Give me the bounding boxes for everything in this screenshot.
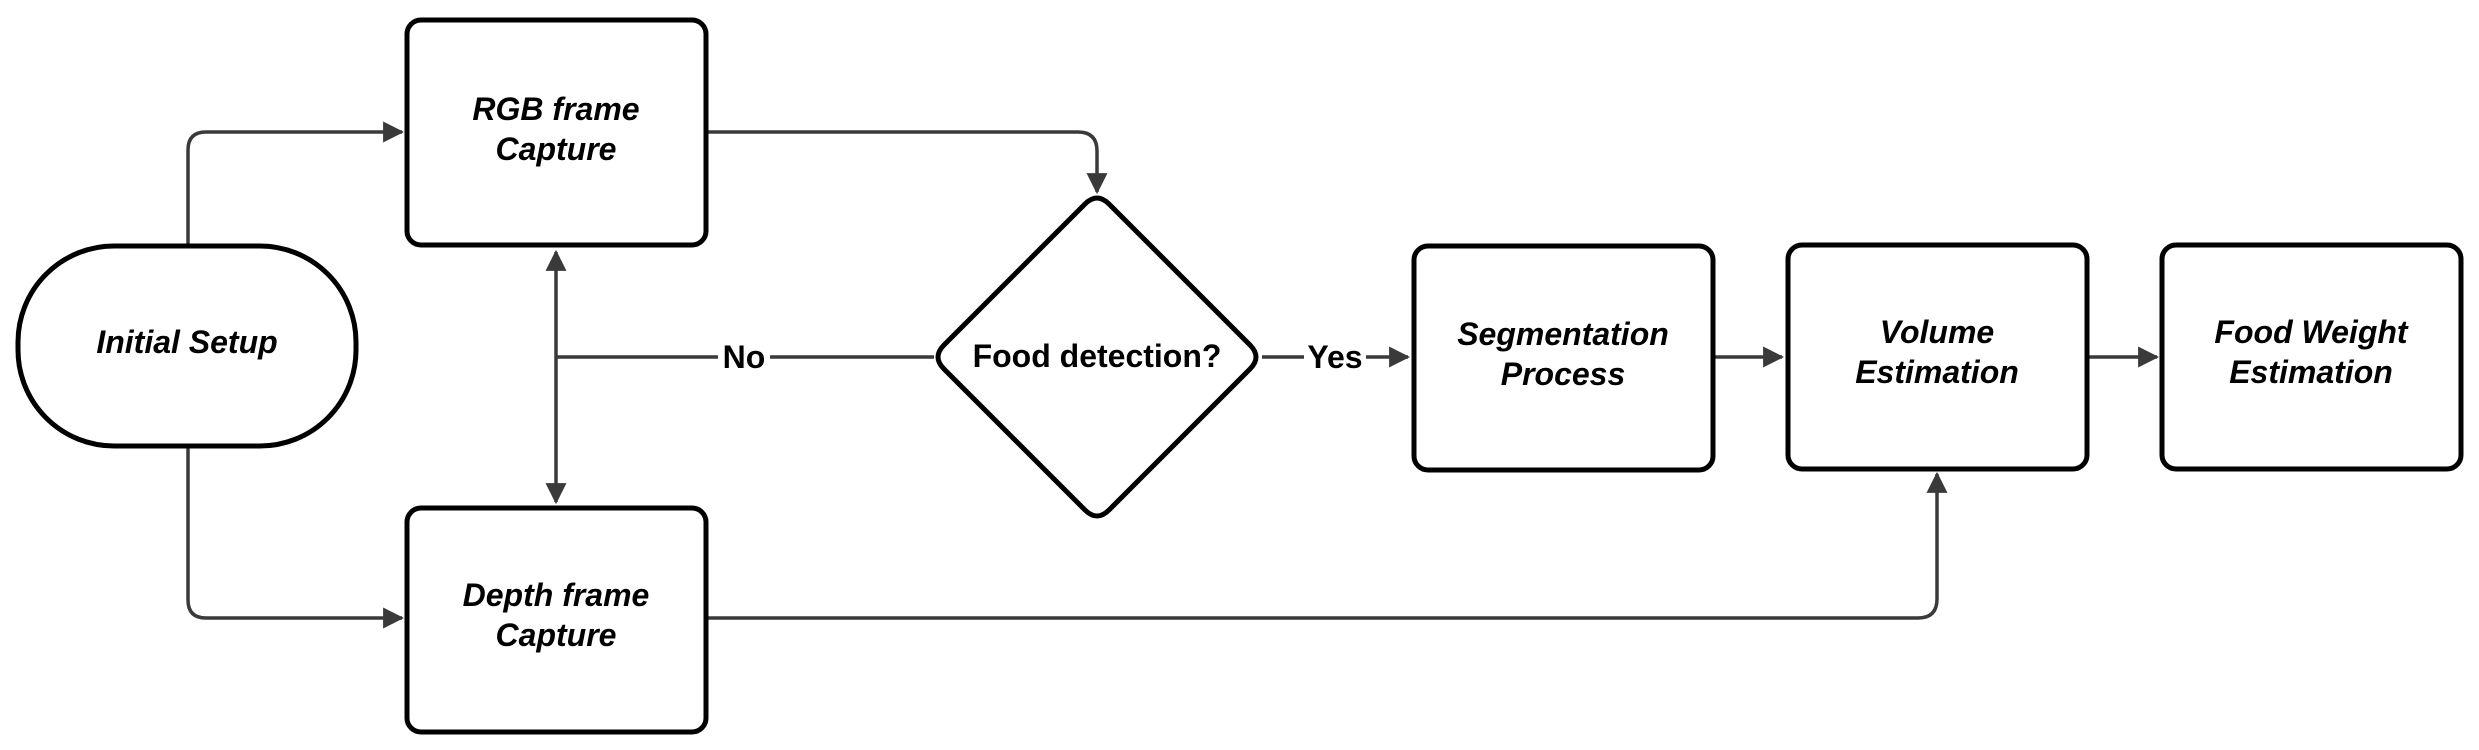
- edge-depth-to-volume: [706, 471, 1948, 620]
- edge-label-yes: Yes: [1307, 339, 1362, 375]
- no-label-background: [718, 334, 770, 378]
- yes-label-background: [1304, 334, 1366, 378]
- edge-setup-to-depth: [186, 446, 405, 629]
- volume-shape: [1785, 242, 2090, 472]
- food-weight-shape: [2159, 242, 2464, 472]
- initial-setup-shape: [15, 243, 359, 449]
- volume-label-line1: Volume: [1880, 314, 1994, 350]
- node-rgb-capture: RGB frame Capture: [404, 17, 709, 248]
- node-food-weight: Food Weight Estimation: [2159, 242, 2464, 472]
- volume-label-line2: Estimation: [1855, 354, 2019, 390]
- depth-capture-label-line2: Capture: [496, 617, 617, 653]
- edge-rgb-to-detection: [706, 130, 1108, 195]
- segmentation-shape: [1411, 243, 1716, 473]
- depth-capture-shape: [404, 505, 709, 735]
- node-initial-setup: Initial Setup: [15, 243, 359, 449]
- depth-capture-label-line1: Depth frame: [463, 577, 650, 613]
- node-segmentation: Segmentation Process: [1411, 243, 1716, 473]
- rgb-capture-label-line2: Capture: [496, 131, 617, 167]
- node-depth-capture: Depth frame Capture: [404, 505, 709, 735]
- node-volume: Volume Estimation: [1785, 242, 2090, 472]
- rgb-capture-shape: [404, 17, 709, 248]
- edge-setup-to-rgb: [186, 121, 405, 246]
- segmentation-label-line1: Segmentation: [1457, 316, 1669, 352]
- food-detection-label: Food detection?: [973, 338, 1222, 374]
- initial-setup-label: Initial Setup: [96, 324, 277, 360]
- food-detection-shape: [935, 195, 1259, 519]
- node-food-detection: Food detection?: [935, 195, 1259, 519]
- rgb-capture-label-line1: RGB frame: [472, 91, 639, 127]
- food-weight-label-line2: Estimation: [2229, 354, 2393, 390]
- segmentation-label-line2: Process: [1501, 356, 1626, 392]
- food-weight-label-line1: Food Weight: [2214, 314, 2408, 350]
- edge-label-no: No: [723, 339, 766, 375]
